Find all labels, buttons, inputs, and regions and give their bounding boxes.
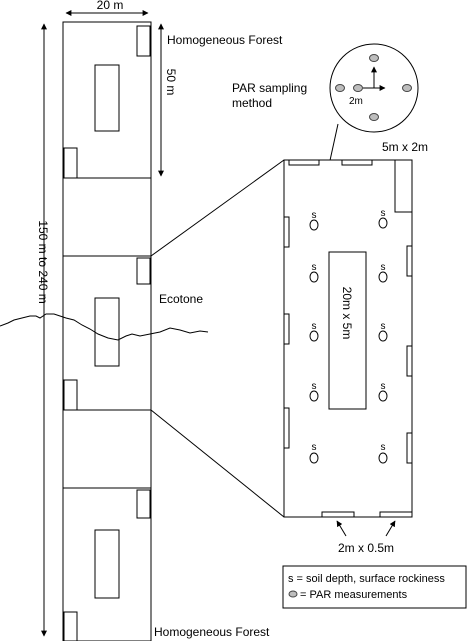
legend-box (282, 565, 467, 609)
edge-subplot (63, 379, 78, 411)
edge-subplot (406, 345, 413, 377)
soil-sample-point: s (378, 208, 388, 229)
length-dimension: 150 m to 240 m (36, 23, 50, 637)
par-point (402, 84, 412, 92)
edge-subplot (288, 159, 320, 166)
center-plot (94, 529, 120, 599)
legend-soil-text: s = soil depth, surface rockiness (288, 573, 445, 585)
soil-marker: s (312, 262, 317, 273)
ecotone-label: Ecotone (159, 292, 203, 306)
soil-marker: s (381, 381, 386, 392)
soil-sample-point: s (309, 210, 319, 231)
soil-sample-point: s (309, 442, 319, 464)
subplot-pointer-arrow (336, 520, 347, 537)
zoom-line-bottom (150, 409, 285, 518)
par-sampling-diagram: 2m (329, 43, 419, 133)
edge-subplot (379, 511, 413, 518)
enlarged-plot: 20m x 5m s s s s s (283, 159, 413, 518)
center-plot (94, 297, 120, 367)
edge-subplot (136, 257, 151, 285)
subplot-size-label: 2m x 0.5m (338, 541, 394, 555)
edge-subplot (341, 159, 373, 166)
soil-marker: s (312, 381, 317, 392)
soil-sample-point: s (378, 262, 388, 283)
legend-par-text: = PAR measurements (300, 589, 408, 601)
edge-subplot (406, 432, 413, 464)
soil-sample-point: s (378, 442, 388, 464)
par-point (369, 113, 379, 121)
center-plot-enlarged (328, 251, 367, 410)
soil-marker: s (312, 442, 317, 453)
edge-subplot (63, 611, 78, 641)
soil-sample-point: s (378, 321, 388, 342)
soil-marker: s (381, 321, 386, 332)
edge-subplot (406, 245, 413, 277)
soil-marker: s (312, 321, 317, 332)
soil-marker: s (381, 262, 386, 273)
center-plot (94, 64, 120, 132)
length-label: 150 m to 240 m (36, 220, 50, 303)
width-dimension: 20 m (65, 0, 149, 16)
center-plot-label: 20m x 5m (340, 287, 354, 340)
soil-sample-point: s (378, 381, 388, 402)
edge-subplot (394, 159, 413, 213)
zoom-line-top (150, 159, 285, 257)
edge-subplot (63, 147, 78, 179)
plot-size-label: 5m x 2m (382, 140, 428, 154)
forest-bottom-label: Homogeneous Forest (154, 625, 270, 639)
ecotone-boundary-line (0, 313, 209, 341)
soil-sample-point: s (309, 381, 319, 402)
width-label: 20 m (97, 0, 124, 12)
legend: s = soil depth, surface rockiness = PAR … (282, 565, 467, 609)
transect-strip (62, 21, 152, 641)
edge-subplot (283, 313, 290, 345)
legend-par-icon (288, 590, 298, 598)
soil-marker: s (381, 442, 386, 453)
par-point (369, 54, 379, 62)
edge-subplot (321, 511, 355, 518)
edge-subplot (283, 407, 290, 449)
par-spacing-label: 2m (349, 96, 363, 107)
soil-marker: s (381, 208, 386, 219)
edge-subplot (283, 216, 290, 248)
soil-sample-point: s (309, 262, 319, 283)
forest-top-label: Homogeneous Forest (167, 33, 283, 47)
edge-subplot (136, 489, 151, 519)
par-sampling-label: PAR sampling (232, 81, 307, 95)
par-point (335, 84, 345, 92)
soil-marker: s (312, 210, 317, 221)
par-point (353, 84, 363, 92)
section-height-dimension: 50 m (158, 23, 178, 177)
subplot-pointer-arrow (385, 520, 396, 537)
edge-subplot (136, 25, 151, 57)
soil-sample-point: s (309, 321, 319, 342)
section-height-label: 50 m (164, 69, 178, 96)
par-sampling-label: method (232, 96, 272, 110)
